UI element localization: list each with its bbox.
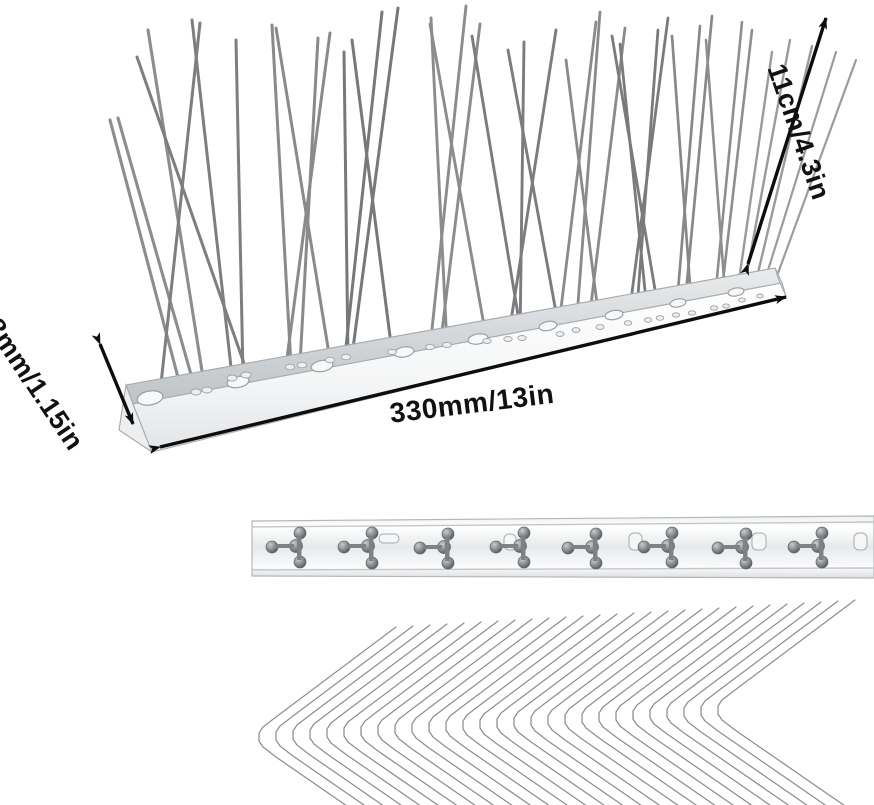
wire-pin (496, 612, 635, 805)
wire-pin (700, 600, 839, 805)
wire-pin (275, 625, 414, 805)
wire-pin (479, 613, 618, 805)
wire-pin (445, 615, 584, 805)
wire-pin (683, 601, 822, 805)
bottom-view-wire-pins (258, 599, 856, 805)
wire-pin (530, 610, 669, 805)
middle-view-base-strip (251, 515, 874, 579)
wire-pin (377, 619, 516, 805)
wire-pin (717, 599, 856, 805)
wire-pin (598, 606, 737, 805)
wire-pin (292, 624, 431, 805)
strip-weld-clusters (265, 526, 829, 570)
dimension-arrows (91, 17, 828, 454)
wire-pin (547, 609, 686, 805)
wire-pin (428, 616, 567, 805)
height-dimension-arrow (740, 17, 828, 276)
wire-pin (581, 607, 720, 805)
wire-pin (615, 605, 754, 805)
wire-pin (343, 621, 482, 805)
wire-pin (649, 603, 788, 805)
wire-pin (666, 602, 805, 805)
length-dimension-arrow (148, 295, 787, 454)
wire-pin (258, 626, 397, 805)
wire-pin (309, 623, 448, 805)
wire-pin (564, 608, 703, 805)
wire-pin (411, 617, 550, 805)
wire-pin (462, 614, 601, 805)
wire-pin (394, 618, 533, 805)
wire-pin (513, 611, 652, 805)
wire-pin (326, 622, 465, 805)
wire-pin (632, 604, 771, 805)
wire-pin (360, 620, 499, 805)
width-dimension-arrow (91, 332, 135, 425)
